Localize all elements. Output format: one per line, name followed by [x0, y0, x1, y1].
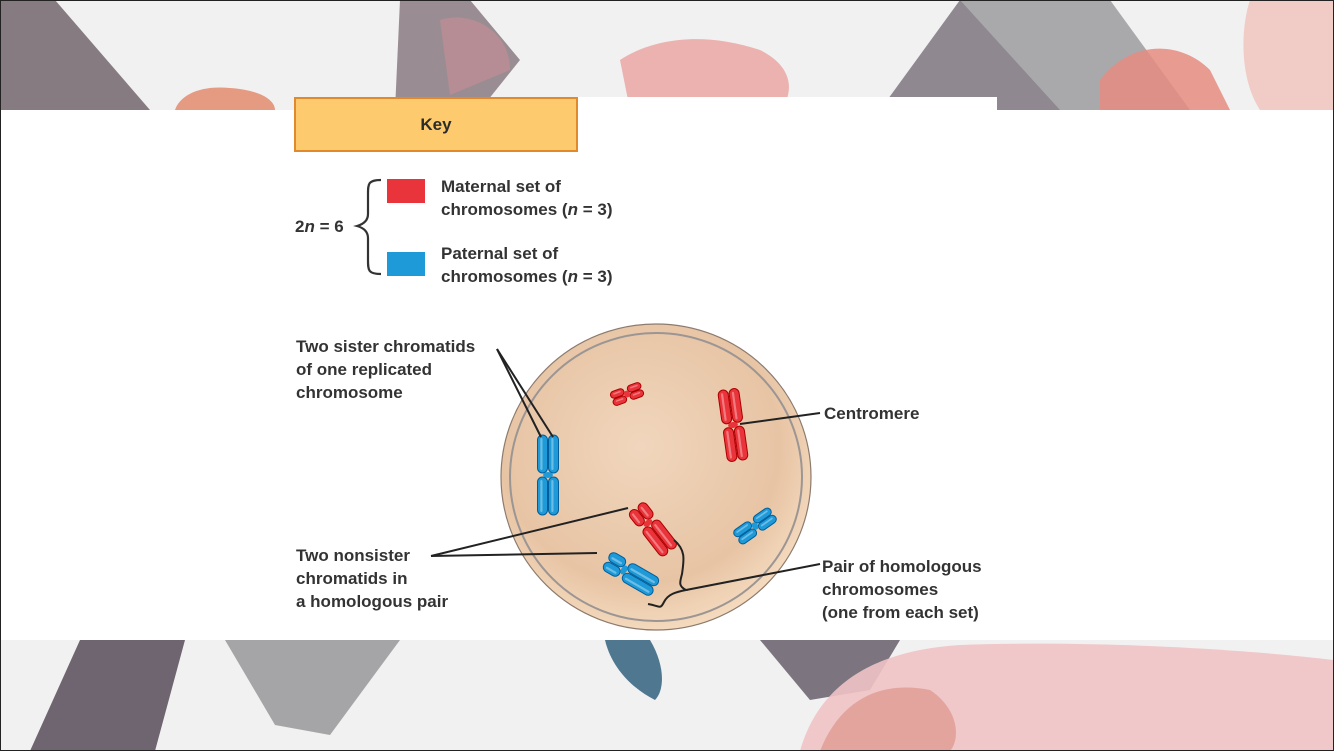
homolog-line2: chromosomes [822, 580, 939, 599]
maternal-swatch [387, 179, 425, 203]
ploidy-label: 2n = 6 [295, 215, 344, 238]
nonsister-chromatids-label: Two nonsister chromatids in a homologous… [296, 544, 448, 613]
sister-line1: Two sister chromatids [296, 337, 476, 356]
maternal-line2-italic: n [567, 200, 578, 219]
homologous-pair-label: Pair of homologous chromosomes (one from… [822, 555, 982, 624]
leaf-top-left [0, 0, 150, 110]
paternal-line2-italic: n [567, 267, 578, 286]
paternal-line2: chromosomes (n = 3) [441, 265, 612, 288]
content-panel [0, 110, 1334, 640]
maternal-line2-prefix: chromosomes ( [441, 200, 568, 219]
paternal-legend-text: Paternal set of chromosomes (n = 3) [441, 242, 612, 288]
flower-top [620, 39, 789, 110]
nonsister-line1: Two nonsister [296, 546, 410, 565]
homolog-line3: (one from each set) [822, 603, 979, 622]
flower-top-right [1100, 48, 1230, 110]
nonsister-line2: chromatids in [296, 569, 408, 588]
sister-chromatids-label: Two sister chromatids of one replicated … [296, 335, 475, 404]
paternal-swatch [387, 252, 425, 276]
flower-small-left [175, 87, 275, 110]
centromere-label: Centromere [824, 402, 919, 425]
key-header: Key [294, 97, 578, 152]
flower-far-right [1243, 0, 1334, 110]
paternal-line1: Paternal set of [441, 244, 559, 263]
ploidy-prefix: 2 [295, 217, 305, 236]
ploidy-italic: n [304, 217, 315, 236]
maternal-line2-suffix: = 3) [577, 200, 613, 219]
flower-bottom-right-2 [820, 687, 956, 751]
maternal-line1: Maternal set of [441, 177, 561, 196]
flower-top-mid [440, 17, 510, 95]
sister-line3: chromosome [296, 383, 403, 402]
leaf-bottom-mid [225, 640, 400, 735]
centromere-line1: Centromere [824, 404, 920, 423]
nonsister-line3: a homologous pair [296, 592, 449, 611]
key-title: Key [420, 114, 452, 134]
ploidy-suffix: = 6 [314, 217, 344, 236]
paternal-line2-prefix: chromosomes ( [441, 267, 568, 286]
leaf-bottom-blue [605, 640, 662, 700]
leaf-bottom-left [30, 640, 185, 751]
maternal-line2: chromosomes (n = 3) [441, 198, 612, 221]
paternal-line2-suffix: = 3) [577, 267, 613, 286]
maternal-legend-text: Maternal set of chromosomes (n = 3) [441, 175, 612, 221]
sister-line2: of one replicated [296, 360, 433, 379]
homolog-line1: Pair of homologous [822, 557, 982, 576]
